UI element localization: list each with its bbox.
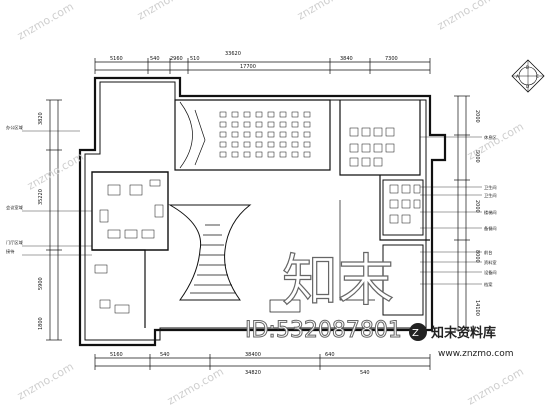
callout-right-5: 备餐间 <box>484 225 497 232</box>
meeting-room <box>91 171 169 251</box>
compass-s: D <box>526 84 529 89</box>
callout-right-6: 前台 <box>484 249 492 256</box>
callout-right-8: 设备间 <box>484 269 497 276</box>
watermark-site-8: znzmo.com <box>165 365 226 408</box>
callout-right-7: 资料室 <box>484 259 497 266</box>
dim-right-3: 2000 <box>474 200 480 213</box>
watermark-site-4: znzmo.com <box>435 0 496 33</box>
compass-e: C <box>536 74 539 79</box>
dim-bottom-4: 640 <box>325 352 335 358</box>
dim-right-5: 14100 <box>474 300 480 316</box>
watermark-site-1: znzmo.com <box>15 0 76 43</box>
dim-left-3: 5900 <box>38 277 44 290</box>
watermark-site-7: znzmo.com <box>15 360 76 403</box>
logo-text: 知末资料库 <box>431 325 496 341</box>
callout-right-9: 档案 <box>484 281 493 288</box>
dim-left-2: 35220 <box>38 189 44 205</box>
outer-wall <box>78 76 447 347</box>
callout-left-1: 办公区域 <box>6 124 24 131</box>
dim-bottom-3: 38400 <box>245 352 261 358</box>
callout-left-4: 接待 <box>6 248 15 255</box>
lecture-hall <box>174 99 331 171</box>
dim-top-7: 3840 <box>340 56 353 62</box>
dim-top-8: 7300 <box>385 56 398 62</box>
dim-bottom-2: 540 <box>160 352 170 358</box>
brand-logo: Z 知末资料库 www.znzmo.com <box>409 323 513 359</box>
watermark-site-5: znzmo.com <box>25 150 86 193</box>
watermark-site-9: znzmo.com <box>465 365 526 408</box>
compass-n: B <box>526 65 529 70</box>
watermark-site-6: znzmo.com <box>465 120 526 163</box>
dim-right-2: 8000 <box>474 150 480 163</box>
callout-right-1: 休息区 <box>484 134 497 141</box>
dim-top-4: 510 <box>190 56 200 62</box>
dim-bottom-1: 5160 <box>110 352 123 358</box>
watermark-id: ID:532087801 <box>245 318 402 343</box>
dim-top-1: 5160 <box>110 56 123 62</box>
dim-bottom-5: 34820 <box>245 370 261 376</box>
compass-icon: B D A C <box>511 59 545 93</box>
dim-top-5: 33620 <box>225 51 241 57</box>
dim-top-6: 17700 <box>240 64 256 70</box>
compass-w: A <box>516 74 519 79</box>
callout-right-3: 卫生间 <box>484 192 497 199</box>
dim-right-1: 2000 <box>474 110 480 123</box>
dim-right-4: 8000 <box>474 250 480 263</box>
callout-left-3: 门厅区域 <box>6 239 24 246</box>
dim-bottom-6: 540 <box>360 370 370 376</box>
dim-top-2: 540 <box>150 56 160 62</box>
logo-url: www.znzmo.com <box>438 349 513 359</box>
dim-top-3: 2960 <box>170 56 183 62</box>
callout-right-4: 楼梯间 <box>484 209 497 216</box>
callout-right-2: 卫生间 <box>484 184 497 191</box>
callout-left-2: 会议室域 <box>6 204 24 211</box>
dim-left-4: 1800 <box>38 317 44 330</box>
watermark-brand-text: 知末 <box>282 249 394 314</box>
svg-text:Z: Z <box>412 328 419 339</box>
watermark-site-2: znzmo.com <box>135 0 196 23</box>
grand-staircase <box>168 204 252 301</box>
dim-left-1: 3820 <box>38 112 44 125</box>
watermark-site-3: znzmo.com <box>295 0 356 23</box>
